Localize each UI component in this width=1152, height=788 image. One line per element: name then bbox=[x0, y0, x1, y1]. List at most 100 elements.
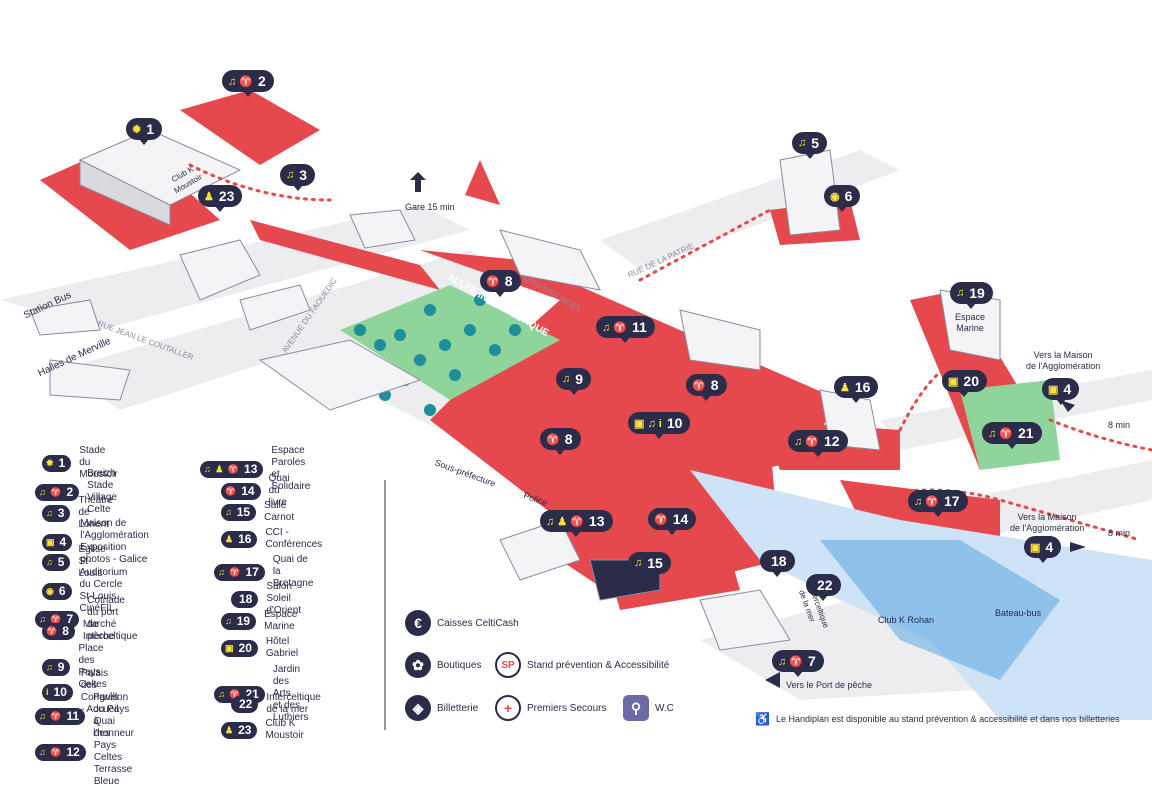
symbol-label: Billetterie bbox=[437, 702, 479, 714]
pin-number: 3 bbox=[299, 167, 308, 183]
pin-number: 16 bbox=[854, 379, 871, 395]
pin-number: 22 bbox=[817, 577, 833, 593]
legend-item-8[interactable]: ♈8 Marché Interceltique bbox=[42, 619, 137, 643]
pin-21[interactable]: ♫ ♈21 bbox=[982, 422, 1042, 449]
legend-badge: ♈14 bbox=[221, 482, 261, 500]
ticket-icon: ◈ bbox=[405, 695, 431, 721]
legend-label: Quai de la Bretagne bbox=[272, 554, 314, 589]
legend-badge: ♈8 bbox=[42, 622, 75, 640]
pin-number: 20 bbox=[963, 373, 979, 389]
pin-8c[interactable]: ♈8 bbox=[540, 428, 581, 455]
pin-icons: ♈ bbox=[692, 379, 706, 392]
pin-12[interactable]: ♫ ♈12 bbox=[788, 430, 848, 457]
pin-number: 18 bbox=[771, 553, 787, 569]
legend-badge: ♫9 bbox=[42, 658, 71, 676]
pin-icons: ▣ bbox=[1030, 541, 1041, 554]
pin-number: 17 bbox=[944, 493, 960, 509]
pin-icons: ♫ ♟ ♈ bbox=[546, 515, 584, 528]
symbol-billetterie[interactable]: ◈ Billetterie bbox=[405, 695, 478, 721]
pin-4b[interactable]: ▣4 bbox=[1024, 536, 1062, 563]
pin-13[interactable]: ♫ ♟ ♈13 bbox=[540, 510, 613, 537]
legend-label: Marché Interceltique bbox=[82, 619, 138, 642]
pin-3[interactable]: ♫3 bbox=[280, 164, 316, 191]
symbol-wc[interactable]: ⚲W.C bbox=[623, 695, 674, 721]
pin-14[interactable]: ♈14 bbox=[648, 508, 697, 535]
legend-item-4[interactable]: ▣4 Maison de l'Agglomération Exposition p… bbox=[42, 518, 149, 566]
pin-2[interactable]: ♫ ♈2 bbox=[222, 70, 274, 97]
pin-19[interactable]: ♫19 bbox=[950, 282, 993, 309]
euro-icon: € bbox=[405, 610, 431, 636]
symbol-secours[interactable]: +Premiers Secours bbox=[495, 695, 606, 721]
pin-icons: ♟ bbox=[204, 190, 214, 203]
legend-label: Jardin des Arts et des Luthiers bbox=[272, 664, 309, 723]
pin-icons: ♟ bbox=[840, 381, 850, 394]
pin-16[interactable]: ♟ 16 bbox=[834, 376, 879, 403]
pin-7[interactable]: ♫ ♈7 bbox=[772, 650, 824, 677]
symbol-boutiques[interactable]: ✿Boutiques bbox=[405, 652, 481, 678]
pin-20[interactable]: ▣20 bbox=[942, 370, 987, 397]
pin-22[interactable]: 22 bbox=[806, 574, 841, 601]
legend-badge: ♟23 bbox=[221, 721, 258, 739]
pin-1[interactable]: ✹1 bbox=[126, 118, 163, 145]
legend-badge: ▣4 bbox=[42, 533, 73, 551]
pin-6[interactable]: ◉6 bbox=[824, 185, 861, 212]
handiplan-note: ♿ Le Handiplan est disponible au stand p… bbox=[755, 712, 1120, 726]
pin-number: 11 bbox=[632, 319, 647, 335]
pin-number: 4 bbox=[1063, 381, 1072, 397]
pin-number: 6 bbox=[844, 188, 853, 204]
pin-number: 4 bbox=[1045, 539, 1054, 555]
pin-17[interactable]: ♫ ♈17 bbox=[908, 490, 968, 517]
label-club-rohan: Club K Rohan bbox=[878, 615, 935, 625]
pin-icons: ▣ bbox=[1048, 383, 1059, 396]
pin-8b[interactable]: ♈8 bbox=[686, 374, 727, 401]
pin-icons: ▣ ♫ i bbox=[634, 417, 662, 430]
label-8min-1: 8 min bbox=[1108, 420, 1131, 430]
pin-11[interactable]: ♫ ♈11 bbox=[596, 316, 655, 343]
pin-18[interactable]: 18 bbox=[760, 550, 795, 577]
pin-8a[interactable]: ♈8 bbox=[480, 270, 521, 297]
legend-label: Quai du livre bbox=[268, 473, 290, 508]
pin-15[interactable]: ♫15 bbox=[628, 552, 671, 579]
pin-23[interactable]: ♟23 bbox=[198, 185, 243, 212]
legend-badge: ◉6 bbox=[42, 582, 72, 600]
pin-icons: ◉ bbox=[830, 190, 840, 203]
pin-number: 12 bbox=[824, 433, 840, 449]
legend-label: Théâtre de Lorient bbox=[78, 495, 113, 530]
symbol-celticash[interactable]: €Caisses CeltiCash bbox=[405, 610, 519, 636]
pin-4a[interactable]: ▣4 bbox=[1042, 378, 1080, 405]
walking-routes bbox=[188, 163, 1152, 542]
handiplan-text: Le Handiplan est disponible au stand pré… bbox=[775, 714, 1120, 724]
pin-9[interactable]: ♫9 bbox=[556, 368, 592, 395]
pin-number: 2 bbox=[258, 73, 266, 89]
pin-number: 15 bbox=[647, 555, 663, 571]
pin-5[interactable]: ♫5 bbox=[792, 132, 828, 159]
legend-label: Cotriade du port de pêche bbox=[87, 595, 125, 642]
legend-item-14[interactable]: ♈14 Quai du livre bbox=[221, 473, 290, 509]
pin-number: 14 bbox=[672, 511, 689, 527]
wheelchair-icon: ♿ bbox=[755, 712, 770, 726]
legend-badge: ♫ ♈11 bbox=[35, 707, 86, 725]
pin-icons: ♫ bbox=[286, 169, 295, 181]
legend-label: Maison de l'Agglomération Exposition pho… bbox=[80, 518, 149, 565]
